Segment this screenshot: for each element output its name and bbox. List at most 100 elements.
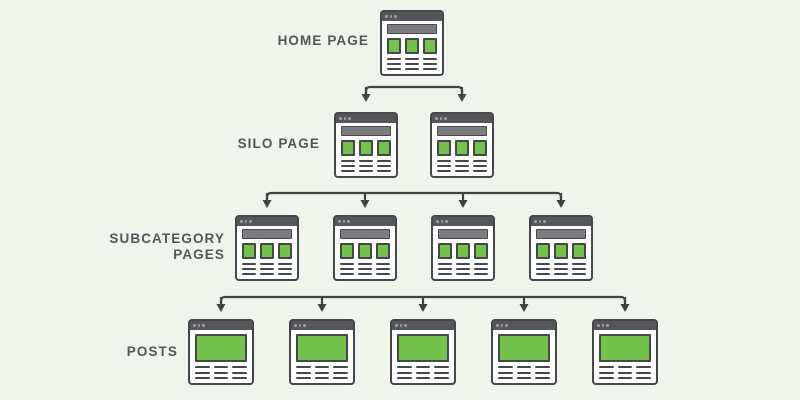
- thumbnail-row: [340, 243, 390, 259]
- text-line: [437, 170, 451, 172]
- text-lines-block: [397, 366, 450, 379]
- text-line-column: [415, 366, 431, 379]
- text-line: [213, 377, 229, 379]
- titlebar-dot-icon: [439, 117, 442, 120]
- titlebar-dot-icon: [395, 324, 398, 327]
- text-lines-block: [195, 366, 248, 379]
- content-thumbnail: [358, 243, 372, 259]
- text-line: [405, 68, 419, 70]
- text-line: [438, 268, 452, 270]
- window-titlebar: [336, 114, 396, 123]
- window-titlebar: [237, 217, 297, 226]
- content-thumbnail: [572, 243, 586, 259]
- browser-hero-window-icon: [592, 319, 658, 385]
- text-line-column: [516, 366, 532, 379]
- browser-hero-window-icon: [188, 319, 254, 385]
- text-line: [213, 366, 229, 368]
- arrowhead-icon: [418, 304, 428, 312]
- titlebar-dot-icon: [500, 324, 503, 327]
- text-line-column: [397, 366, 412, 379]
- text-line-column: [498, 366, 513, 379]
- text-line: [340, 263, 354, 265]
- text-line: [536, 273, 550, 275]
- text-line-column: [232, 366, 248, 379]
- text-line-column: [377, 160, 391, 172]
- text-line: [474, 263, 488, 265]
- text-line: [377, 160, 391, 162]
- text-line-column: [314, 366, 330, 379]
- titlebar-dot-icon: [193, 324, 196, 327]
- content-thumbnail: [341, 140, 355, 156]
- text-line: [377, 165, 391, 167]
- content-thumbnail: [438, 243, 452, 259]
- arrowhead-icon: [457, 94, 467, 102]
- text-line: [358, 263, 372, 265]
- text-line-column: [617, 366, 633, 379]
- text-line: [617, 377, 633, 379]
- text-line: [340, 268, 354, 270]
- text-line: [397, 377, 412, 379]
- thumbnail-row: [341, 140, 391, 156]
- browser-grid-window-icon: [235, 215, 299, 281]
- content-thumbnail: [359, 140, 373, 156]
- text-line: [358, 273, 372, 275]
- text-line: [397, 366, 412, 368]
- content-thumbnail: [473, 140, 487, 156]
- level-label-home-page: HOME PAGE: [278, 33, 369, 49]
- text-line: [473, 170, 487, 172]
- browser-hero-window-icon: [491, 319, 557, 385]
- window-header-bar: [340, 229, 390, 239]
- level-label-line: POSTS: [126, 344, 178, 359]
- arrowhead-icon: [216, 304, 226, 312]
- titlebar-dot-icon: [303, 324, 306, 327]
- text-line-column: [438, 263, 452, 275]
- text-line-column: [554, 263, 568, 275]
- text-line: [387, 68, 401, 70]
- text-line: [376, 263, 390, 265]
- text-line: [455, 165, 469, 167]
- content-thumbnail: [387, 38, 401, 54]
- content-thumbnail: [536, 243, 550, 259]
- titlebar-dot-icon: [389, 15, 392, 18]
- text-lines-block: [242, 263, 292, 275]
- text-line-column: [572, 263, 586, 275]
- titlebar-dot-icon: [496, 324, 499, 327]
- text-line: [455, 160, 469, 162]
- browser-grid-window-icon: [333, 215, 397, 281]
- window-titlebar: [493, 321, 555, 330]
- text-line: [456, 268, 470, 270]
- text-line: [405, 58, 419, 60]
- text-lines-block: [438, 263, 488, 275]
- arrowhead-icon: [317, 304, 327, 312]
- text-line: [296, 377, 311, 379]
- text-line-column: [195, 366, 210, 379]
- text-line: [405, 63, 419, 65]
- text-line-column: [474, 263, 488, 275]
- titlebar-dot-icon: [348, 117, 351, 120]
- text-line: [242, 268, 256, 270]
- connector-bar: [364, 85, 464, 95]
- titlebar-dot-icon: [597, 324, 600, 327]
- text-line: [455, 170, 469, 172]
- text-line: [333, 377, 349, 379]
- text-line-column: [599, 366, 614, 379]
- hero-image-block: [397, 334, 449, 362]
- content-thumbnail: [377, 140, 391, 156]
- text-line: [437, 160, 451, 162]
- window-header-bar: [242, 229, 292, 239]
- content-thumbnail: [340, 243, 354, 259]
- text-line: [535, 371, 551, 374]
- text-line-column: [423, 58, 437, 70]
- text-line: [415, 371, 431, 374]
- text-line: [195, 366, 210, 368]
- text-line-column: [213, 366, 229, 379]
- text-line: [242, 263, 256, 265]
- text-line: [498, 366, 513, 368]
- titlebar-dot-icon: [339, 117, 342, 120]
- browser-grid-window-icon: [380, 10, 444, 76]
- thumbnail-row: [242, 243, 292, 259]
- titlebar-dot-icon: [347, 220, 350, 223]
- text-line: [423, 58, 437, 60]
- text-line: [376, 268, 390, 270]
